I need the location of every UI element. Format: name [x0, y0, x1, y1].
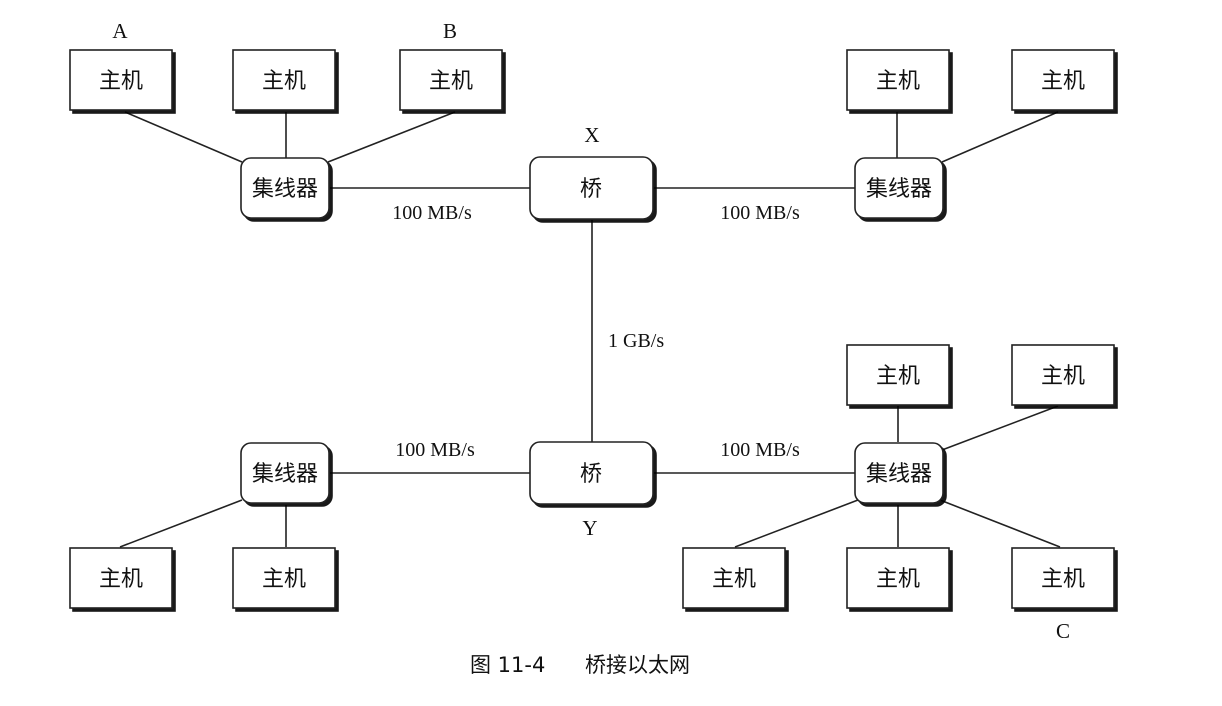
host-label: 主机 — [262, 567, 306, 592]
hub-label: 集线器 — [252, 462, 318, 487]
host-box — [1011, 344, 1115, 406]
host-label: 主机 — [712, 567, 756, 592]
host-box — [69, 547, 173, 609]
host-label: 主机 — [262, 69, 306, 94]
host-label: 主机 — [876, 567, 920, 592]
link-label-bottom-right: 100 MB/s — [720, 439, 800, 461]
host-box — [1011, 547, 1115, 609]
host-b: 主机 — [399, 49, 503, 111]
hub-box — [854, 442, 944, 504]
host-label: 主机 — [876, 364, 920, 389]
host-label: 主机 — [99, 567, 143, 592]
wire-host-br2 — [941, 405, 1059, 451]
wire-host-a — [124, 111, 243, 163]
host-box — [69, 49, 173, 111]
host-box — [682, 547, 786, 609]
hub-box — [854, 157, 944, 219]
bridge-box — [529, 441, 654, 505]
host-box — [399, 49, 503, 111]
host-a: 主机 — [69, 49, 173, 111]
caption-title: 桥接以太网 — [585, 653, 690, 677]
host-label: 主机 — [1041, 69, 1085, 94]
hub-bottom-right: 集线器 — [854, 442, 944, 504]
link-label-backbone: 1 GB/s — [608, 330, 664, 352]
hub-label: 集线器 — [866, 177, 932, 202]
host-box — [846, 49, 950, 111]
host-label: 主机 — [429, 69, 473, 94]
host-box — [1011, 49, 1115, 111]
hub-label: 集线器 — [866, 462, 932, 487]
connection-lines — [119, 111, 1061, 548]
wire-host-bl1 — [119, 499, 243, 548]
caption-number: 图 11-4 — [470, 653, 545, 677]
host-bottom-left-2: 主机 — [232, 547, 336, 609]
marker-y: Y — [582, 516, 597, 540]
marker-a: A — [112, 19, 128, 43]
host-box — [846, 344, 950, 406]
host-label: 主机 — [1041, 567, 1085, 592]
bridge-box — [529, 156, 654, 220]
bridge-y: 桥 — [529, 441, 654, 505]
wire-host-b — [327, 111, 456, 163]
marker-c: C — [1056, 619, 1070, 643]
link-label-top-right: 100 MB/s — [720, 202, 800, 224]
bridge-x: 桥 — [529, 156, 654, 220]
hub-top-right: 集线器 — [854, 157, 944, 219]
host-c: 主机 — [1011, 547, 1115, 609]
link-label-bottom-left: 100 MB/s — [395, 439, 475, 461]
hub-box — [240, 442, 330, 504]
wire-host-tr2 — [941, 111, 1059, 163]
wire-host-c — [939, 499, 1061, 548]
hub-top-left: 集线器 — [240, 157, 330, 219]
link-label-top-left: 100 MB/s — [392, 202, 472, 224]
host-box — [846, 547, 950, 609]
host-top-right-2: 主机 — [1011, 49, 1115, 111]
host-box — [232, 547, 336, 609]
host-box — [232, 49, 336, 111]
marker-b: B — [443, 19, 457, 43]
hub-label: 集线器 — [252, 177, 318, 202]
bridge-label: 桥 — [580, 462, 602, 487]
host-bottom-left-1: 主机 — [69, 547, 173, 609]
hub-box — [240, 157, 330, 219]
host-bottom-right-1: 主机 — [846, 344, 950, 406]
hub-bottom-left: 集线器 — [240, 442, 330, 504]
wire-host-br3 — [734, 499, 859, 548]
host-bottom-right-3: 主机 — [682, 547, 786, 609]
host-bottom-right-4: 主机 — [846, 547, 950, 609]
marker-x: X — [584, 123, 599, 147]
bridge-label: 桥 — [580, 177, 602, 202]
host-top-right-1: 主机 — [846, 49, 950, 111]
host-label: 主机 — [1041, 364, 1085, 389]
host-top-left-2: 主机 — [232, 49, 336, 111]
host-label: 主机 — [99, 69, 143, 94]
host-label: 主机 — [876, 69, 920, 94]
figure-caption: 图 11-4 桥接以太网 — [470, 653, 690, 677]
host-bottom-right-2: 主机 — [1011, 344, 1115, 406]
